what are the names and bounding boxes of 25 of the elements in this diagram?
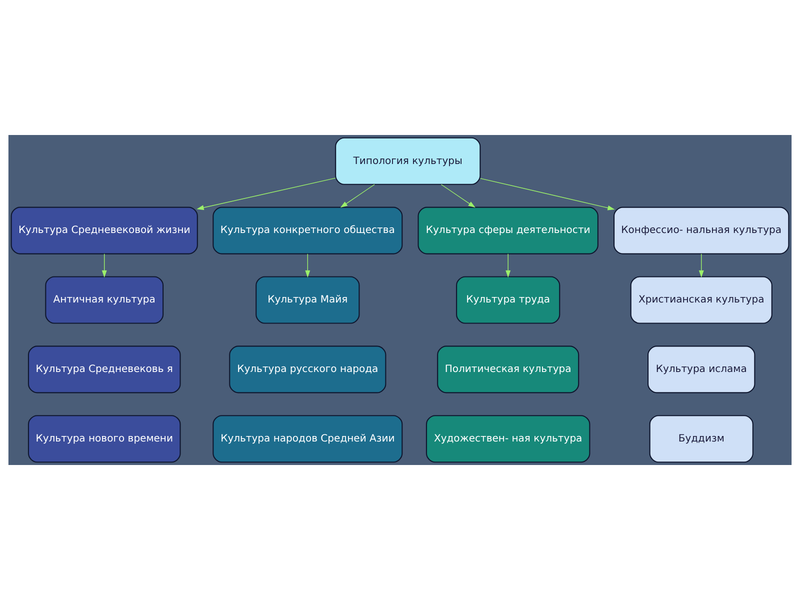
node-box: Христианская культура xyxy=(630,276,772,324)
arrow xyxy=(506,254,511,278)
node-box: Типология культуры xyxy=(335,137,481,185)
arrow xyxy=(340,184,375,208)
node-box: Культура труда xyxy=(456,276,560,324)
node-box: Культура нового времени xyxy=(28,415,181,463)
arrow xyxy=(305,254,310,278)
arrow xyxy=(698,254,704,278)
node-box: Культура ислама xyxy=(648,346,756,394)
node-box: Культура Средневековь я xyxy=(28,346,181,394)
node-box: Культура народов Средней Азии xyxy=(212,415,403,463)
node-box: Политическая культура xyxy=(437,346,580,394)
node-box: Античная культура xyxy=(45,276,164,324)
node-box: Культура русского народа xyxy=(229,346,386,394)
arrow xyxy=(102,254,107,278)
arrow xyxy=(440,184,476,208)
arrow xyxy=(480,178,615,210)
node-box: Культура сферы деятельности xyxy=(418,206,598,254)
node-box: Художествен- ная культура xyxy=(426,415,590,463)
node-box: Культура конкретного общества xyxy=(212,206,403,254)
node-box: Буддизм xyxy=(649,415,754,463)
node-box: Культура Майя xyxy=(256,276,360,324)
arrow xyxy=(196,178,336,210)
node-box: Культура Средневековой жизни xyxy=(10,206,198,254)
node-box: Конфессио- нальная культура xyxy=(614,206,790,254)
